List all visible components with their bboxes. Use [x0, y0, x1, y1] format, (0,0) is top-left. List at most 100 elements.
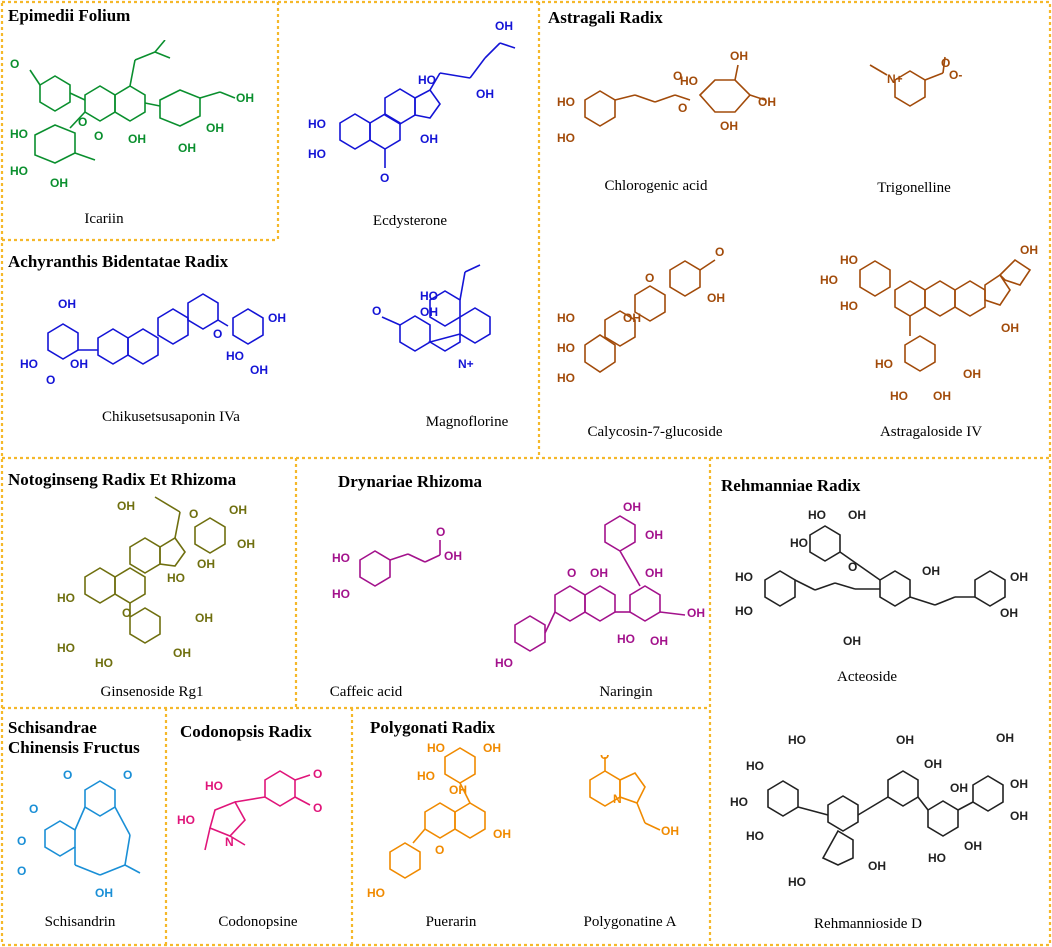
atom-label: OH — [645, 566, 663, 580]
atom-label: OH — [206, 121, 224, 135]
structure-caffeic-acid: HO HO O OH — [332, 525, 462, 601]
atom-label: OH — [444, 549, 462, 563]
atom-label: HO — [57, 641, 75, 655]
atom-label: OH — [178, 141, 196, 155]
atom-label: HO — [95, 656, 113, 670]
compound-name-naringin: Naringin — [599, 684, 653, 700]
panel-title-rehmanniae: Rehmanniae Radix — [721, 476, 861, 495]
atom-label: O — [380, 171, 389, 185]
compound-name-ecdysterone: Ecdysterone — [372, 213, 448, 229]
atom-label: OH — [483, 742, 501, 755]
atom-label: OH — [495, 19, 513, 33]
atom-label: OH — [996, 731, 1014, 745]
atom-label: N+ — [887, 72, 903, 86]
atom-label: O — [673, 69, 682, 83]
panel-title-schisandrae-line2: Chinensis Fructus — [8, 738, 140, 757]
compound-name-calycosin-glucoside: Calycosin-7-glucoside — [587, 424, 723, 440]
atom-label: N — [613, 792, 622, 806]
atom-label: OH — [687, 606, 705, 620]
atom-label: HO — [617, 632, 635, 646]
atom-label: OH — [476, 87, 494, 101]
structure-puerarin: HO OH HO OH OH O HO — [367, 742, 511, 900]
atom-label: O- — [949, 68, 962, 82]
atom-label: OH — [420, 305, 438, 319]
atom-label: OH — [1010, 777, 1028, 791]
atom-label: HO — [557, 95, 575, 109]
atom-label: OH — [95, 886, 113, 900]
atom-label: OH — [237, 537, 255, 551]
structure-chlorogenic-acid: HO HO O O HO OH OH OH — [557, 49, 776, 145]
atom-label: HO — [808, 508, 826, 522]
atom-label: OH — [758, 95, 776, 109]
atom-label: O — [17, 834, 26, 848]
atom-label: HO — [788, 733, 806, 747]
atom-label: OH — [868, 859, 886, 873]
atom-label: OH — [963, 367, 981, 381]
atom-label: N — [225, 835, 234, 849]
atom-label: HO — [730, 795, 748, 809]
structure-magnoflorine: HO OH O N+ — [372, 264, 491, 371]
atom-label: OH — [848, 508, 866, 522]
panel-title-achyranthis: Achyranthis Bidentatae Radix — [8, 252, 229, 271]
atom-label: OH — [236, 91, 254, 105]
atom-label: HO — [840, 253, 858, 267]
atom-label: OH — [173, 646, 191, 660]
compound-name-ginsenoside-rg1: Ginsenoside Rg1 — [100, 684, 204, 700]
structure-acteoside: HO HO HO OH HO O OH OH OH OH — [735, 508, 1028, 648]
compound-name-chlorogenic-acid: Chlorogenic acid — [604, 178, 708, 194]
atom-label: OH — [590, 566, 608, 580]
atom-label: HO — [890, 389, 908, 403]
atom-label: HO — [20, 357, 38, 371]
atom-label: HO — [788, 875, 806, 889]
atom-label: O — [715, 245, 724, 259]
panel-title-astragali: Astragali Radix — [548, 8, 663, 27]
atom-label: HO — [177, 813, 195, 827]
atom-label: OH — [1010, 570, 1028, 584]
atom-label: O — [10, 57, 19, 71]
atom-label: HO — [367, 886, 385, 900]
atom-label: HO — [875, 357, 893, 371]
atom-label: O — [600, 755, 609, 762]
panel-title-polygonati: Polygonati Radix — [370, 718, 496, 737]
atom-label: O — [189, 507, 198, 521]
compound-name-chikusetsusaponin: Chikusetsusaponin IVa — [102, 409, 240, 425]
atom-label: OH — [117, 499, 135, 513]
atom-label: OH — [1000, 606, 1018, 620]
atom-label: OH — [922, 564, 940, 578]
atom-label: HO — [557, 311, 575, 325]
panel-title-schisandrae: Schisandrae Chinensis Fructus — [8, 718, 140, 758]
atom-label: HO — [557, 131, 575, 145]
atom-label: HO — [820, 273, 838, 287]
atom-label: HO — [840, 299, 858, 313]
panel-title-codonopsis: Codonopsis Radix — [180, 722, 312, 741]
atom-label: O — [78, 115, 87, 129]
atom-label: HO — [680, 74, 698, 88]
atom-label: O — [63, 768, 72, 782]
atom-label: OH — [197, 557, 215, 571]
atom-label: HO — [746, 759, 764, 773]
atom-label: OH — [707, 291, 725, 305]
atom-label: OH — [730, 49, 748, 63]
compound-name-codonopsine: Codonopsine — [218, 914, 298, 930]
atom-label: O — [29, 802, 38, 816]
atom-label: HO — [557, 341, 575, 355]
atom-label: OH — [1001, 321, 1019, 335]
structure-astragaloside: HO HO HO OH OH HO HO OH OH — [820, 243, 1038, 403]
atom-label: O — [435, 843, 444, 857]
structure-schisandrin: O O O O O OH — [17, 768, 141, 900]
atom-label: HO — [418, 73, 436, 87]
atom-label: O — [678, 101, 687, 115]
atom-label: O — [941, 56, 950, 70]
compound-name-icariin: Icariin — [84, 211, 124, 227]
atom-label: O — [46, 373, 55, 387]
atom-label: OH — [58, 297, 76, 311]
atom-label: O — [123, 768, 132, 782]
compound-name-magnoflorine: Magnoflorine — [425, 414, 509, 430]
atom-label: O — [213, 327, 222, 341]
structure-polygonatine-a: O N OH — [589, 755, 679, 838]
structure-calycosin-glucoside: O OH O HO HO HO OH — [557, 245, 725, 385]
atom-label: OH — [933, 389, 951, 403]
compound-name-acteoside: Acteoside — [837, 669, 897, 685]
atom-label: HO — [10, 164, 28, 178]
